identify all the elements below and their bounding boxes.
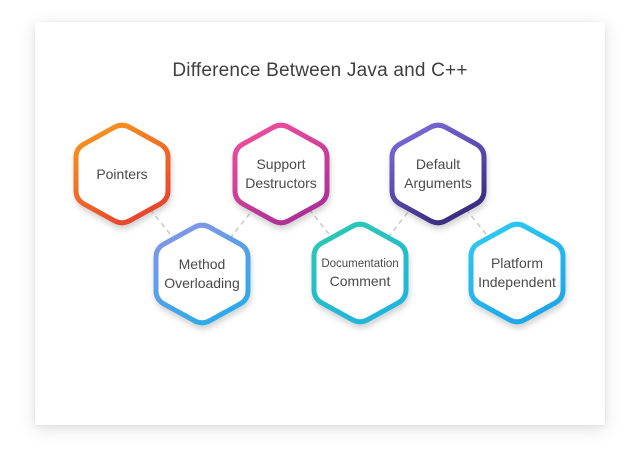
hexagon-default-arguments-shape — [392, 125, 484, 223]
diagram-card: Difference Between Java and C++ — [35, 22, 605, 425]
hexagon-method-overloading-shape — [156, 225, 248, 323]
hexagon-pointers-shape — [76, 125, 168, 223]
page-title: Difference Between Java and C++ — [172, 60, 468, 81]
hexagon-diagram-canvas — [35, 22, 605, 425]
hexagon-documentation-comment-shape — [314, 224, 406, 322]
hexagon-platform-independent-shape — [471, 224, 563, 322]
hexagon-support-destructors-shape — [235, 125, 327, 223]
